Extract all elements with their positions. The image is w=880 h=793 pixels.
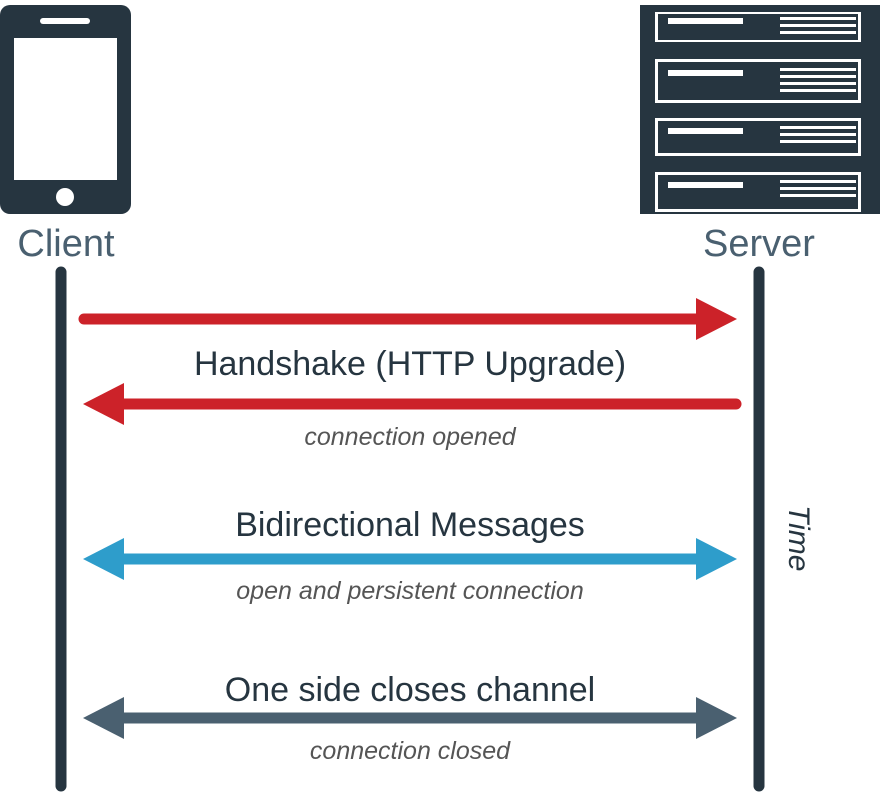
handshake-request-arrow xyxy=(78,298,737,340)
handshake-response-arrow xyxy=(83,383,742,425)
close-channel-title: One side closes channel xyxy=(224,671,596,709)
close-channel-subtitle: connection closed xyxy=(309,737,511,765)
bidirectional-subtitle: open and persistent connection xyxy=(236,577,584,605)
bidirectional-messages-arrow xyxy=(83,538,737,580)
handshake-title: Handshake (HTTP Upgrade) xyxy=(193,345,627,383)
client-label: Client xyxy=(17,223,115,265)
bidirectional-title: Bidirectional Messages xyxy=(235,506,585,544)
smartphone-icon xyxy=(0,5,131,214)
time-axis-label: Time xyxy=(782,505,815,572)
handshake-subtitle: connection opened xyxy=(304,423,516,451)
close-channel-arrow xyxy=(83,697,737,739)
server-rack-icon xyxy=(640,5,880,214)
server-label: Server xyxy=(703,223,815,265)
